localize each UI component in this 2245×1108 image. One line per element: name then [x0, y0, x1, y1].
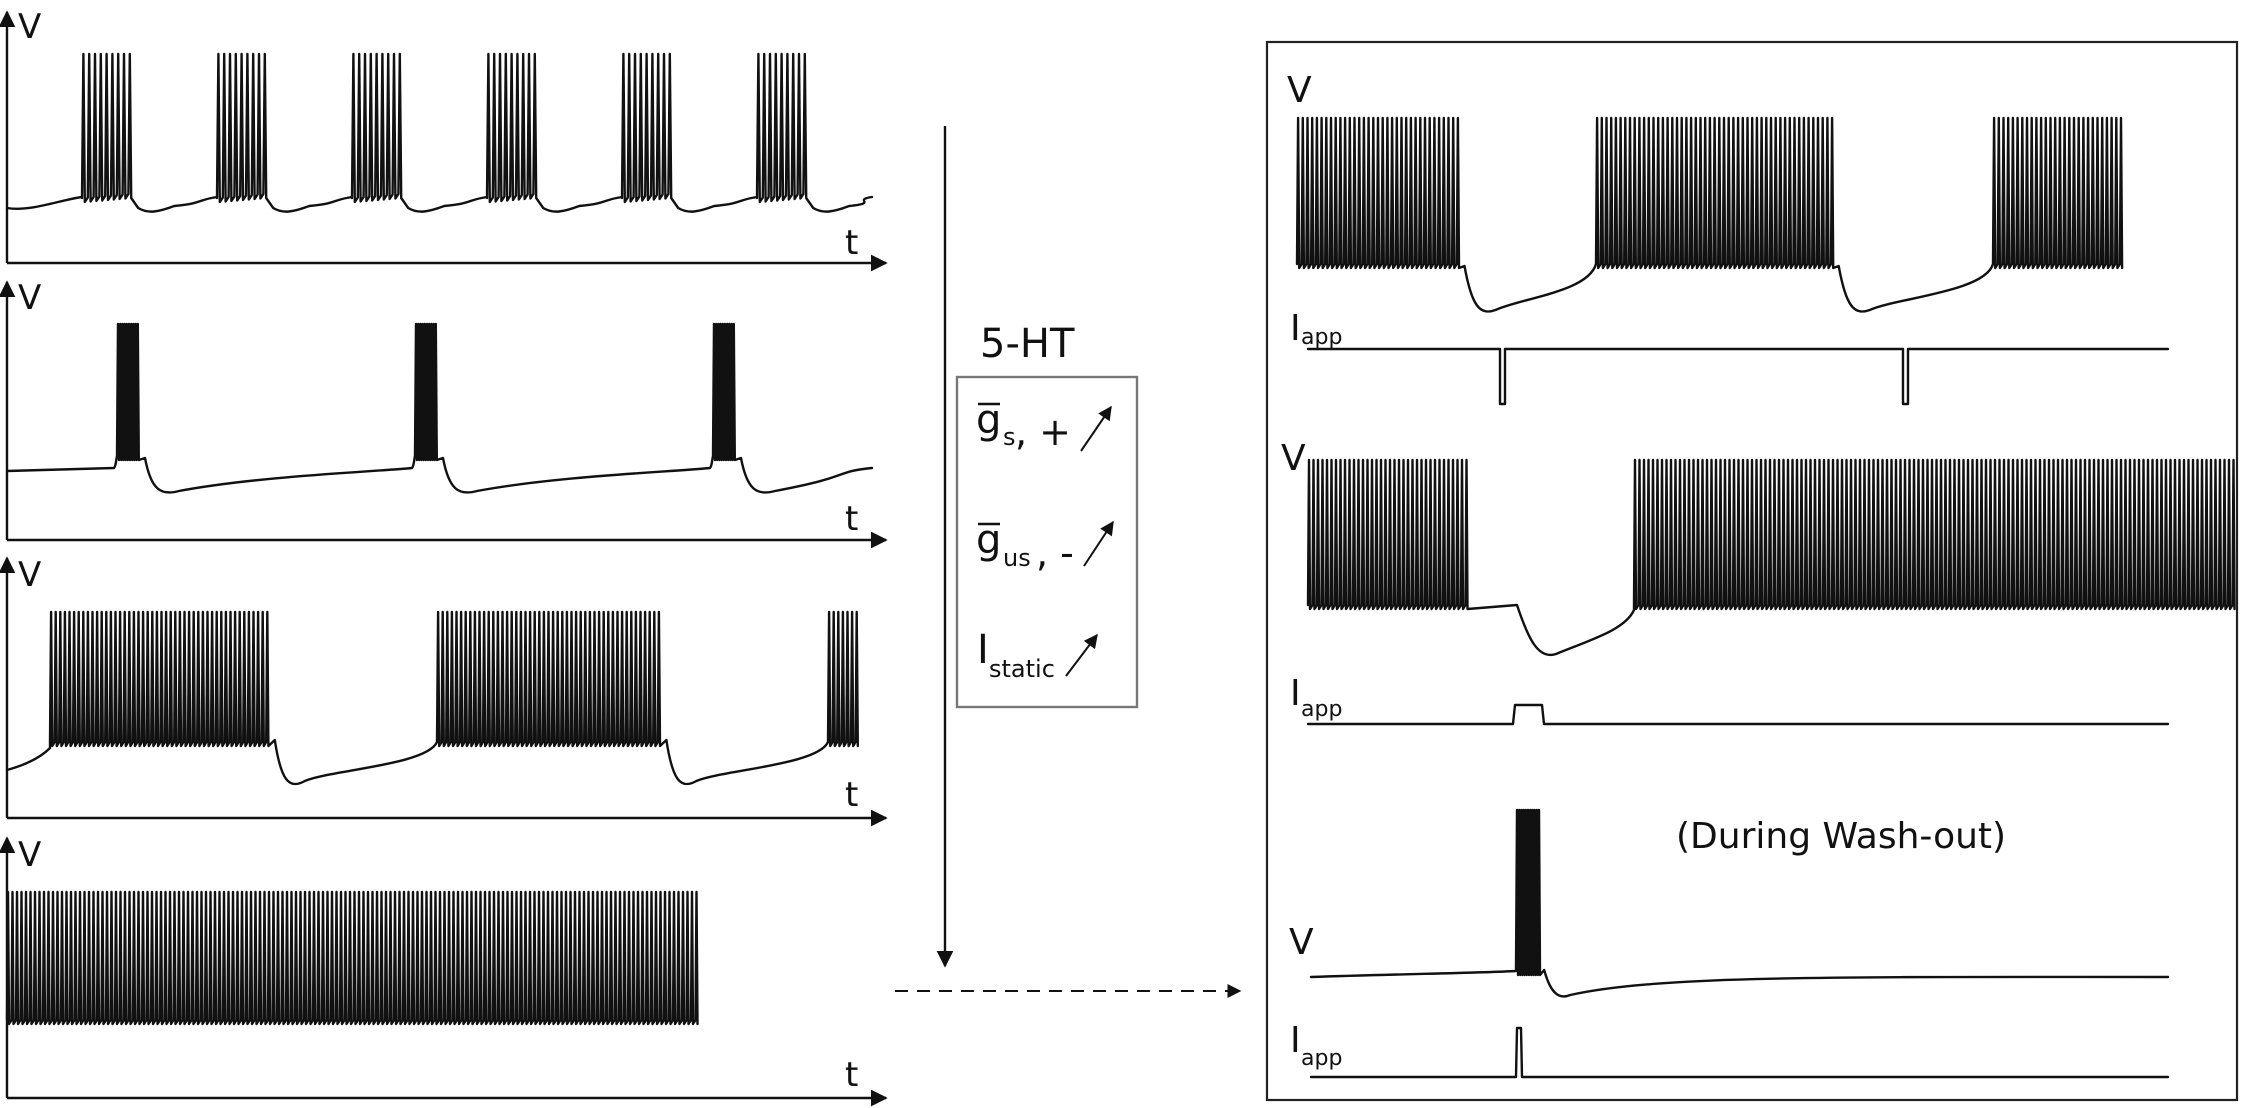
panel-1-t-label: t	[845, 223, 858, 263]
right-b-iapp-main: I	[1290, 673, 1301, 714]
panel-1: V t	[0, 7, 888, 272]
right-a-iapp-sub: app	[1301, 325, 1342, 350]
right-b-iapp-sub: app	[1301, 697, 1342, 722]
right-c-v-label: V	[1289, 922, 1314, 963]
modulation-item-istatic: I static	[977, 627, 1098, 683]
modulation-item-gus-main: g	[976, 517, 1001, 563]
modulation-item-gs-suffix: , +	[1015, 410, 1071, 454]
panel-4-t-label: t	[845, 1055, 858, 1095]
panel-3-t-label: t	[845, 775, 858, 815]
panel-1-voltage-trace	[5, 52, 874, 213]
right-c-current-trace	[1309, 1026, 2170, 1079]
panel-1-v-label: V	[18, 7, 41, 47]
right-b-voltage-trace	[1306, 458, 2236, 657]
right-b-v-label: V	[1281, 438, 1306, 479]
right-b-current-trace	[1306, 703, 2170, 726]
panel-3-voltage-trace	[5, 610, 859, 786]
panel-4-voltage-trace	[5, 890, 699, 1026]
right-panel: V I app V I app (During Wash-out) V I ap…	[1265, 40, 2239, 1102]
modulation-item-gs-sub: s	[1003, 423, 1016, 451]
panel-2-v-label: V	[18, 278, 41, 318]
modulation-box-frame	[955, 375, 1139, 709]
right-c-voltage-trace	[1309, 808, 2170, 998]
panel-4: V t	[0, 835, 888, 1107]
right-panel-frame	[1265, 40, 2239, 1102]
serotonin-title: 5-HT	[980, 321, 1075, 367]
panel-2: V t	[0, 278, 888, 549]
washout-label: (During Wash-out)	[1676, 816, 2006, 857]
modulation-item-gs: g s , +	[976, 397, 1112, 454]
panel-3: V t	[0, 555, 888, 827]
modulation-item-gs-main: g	[976, 397, 1001, 443]
panel-2-t-label: t	[845, 499, 858, 539]
panel-3-v-label: V	[18, 555, 41, 595]
right-c-iapp-main: I	[1290, 1020, 1301, 1061]
panel-4-v-label: V	[18, 835, 41, 875]
modulation-item-istatic-main: I	[977, 627, 989, 673]
increase-arrow-icon	[1083, 520, 1114, 567]
modulation-item-istatic-sub: static	[989, 655, 1055, 683]
panel-2-voltage-trace	[5, 322, 874, 494]
right-c-iapp-sub: app	[1301, 1046, 1342, 1071]
right-a-v-label: V	[1287, 70, 1312, 111]
modulation-item-gus: g us , -	[976, 517, 1114, 575]
right-a-iapp-main: I	[1290, 308, 1301, 349]
modulation-box: g s , + g us , - I static	[955, 375, 1139, 709]
modulation-item-gus-sub: us	[1003, 544, 1031, 572]
modulation-item-gus-suffix: , -	[1036, 531, 1074, 575]
right-a-voltage-trace	[1295, 116, 2124, 313]
right-a-current-trace	[1306, 347, 2170, 406]
increase-arrow-icon	[1080, 405, 1112, 452]
increase-arrow-icon	[1065, 633, 1098, 677]
